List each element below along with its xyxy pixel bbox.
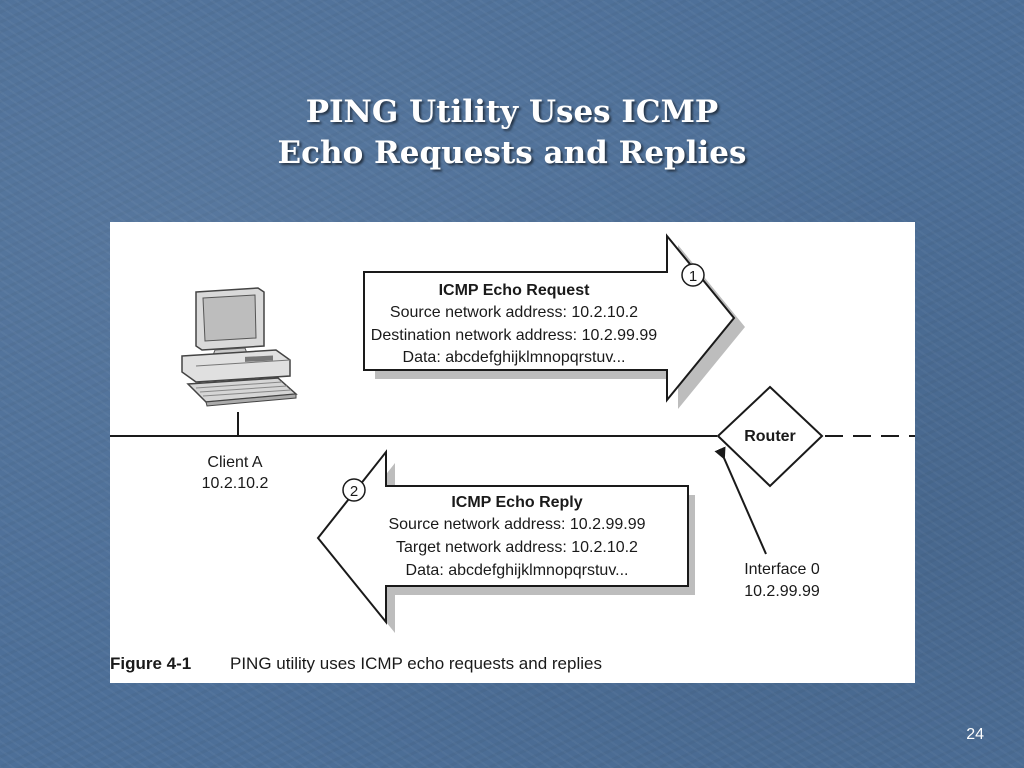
client-address: 10.2.10.2 (202, 475, 269, 492)
slide-number: 24 (966, 726, 984, 743)
slide-title-line-2: Echo Requests and Replies (277, 135, 747, 171)
reply-line: Source network address: 10.2.99.99 (388, 516, 645, 533)
step-2-badge (342, 478, 366, 502)
reply-line: Target network address: 10.2.10.2 (396, 539, 638, 556)
request-line: Destination network address: 10.2.99.99 (371, 327, 658, 344)
client-name: Client A (207, 454, 262, 471)
reply-title: ICMP Echo Reply (451, 494, 582, 511)
slide-title-line-1: PING Utility Uses ICMP (305, 94, 719, 130)
router-shape (716, 385, 824, 488)
request-line: Data: abcdefghijklmnopqrstuv... (403, 349, 626, 366)
step-2-number: 2 (350, 483, 358, 500)
router-label: Router (744, 428, 796, 445)
interface-address: 10.2.99.99 (744, 583, 820, 600)
reply-line: Data: abcdefghijklmnopqrstuv... (406, 562, 629, 579)
computer-icon (181, 287, 298, 436)
figure-caption-label: Figure 4-1 (110, 654, 191, 673)
request-title: ICMP Echo Request (439, 282, 591, 299)
echo-request-arrow (363, 233, 745, 409)
step-1-badge (681, 263, 705, 287)
ping-diagram: Client A 10.2.10.2 1 ICMP Echo Request S… (110, 233, 915, 673)
figure-caption-text: PING utility uses ICMP echo requests and… (230, 654, 602, 673)
slide-title: PING Utility Uses ICMP Echo Requests and… (0, 92, 1024, 174)
figure-panel: Client A 10.2.10.2 1 ICMP Echo Request S… (110, 222, 915, 683)
interface-name: Interface 0 (744, 561, 820, 578)
request-line: Source network address: 10.2.10.2 (390, 304, 638, 321)
echo-reply-arrow (316, 449, 695, 633)
interface-pointer (714, 446, 767, 555)
step-1-number: 1 (689, 268, 697, 285)
